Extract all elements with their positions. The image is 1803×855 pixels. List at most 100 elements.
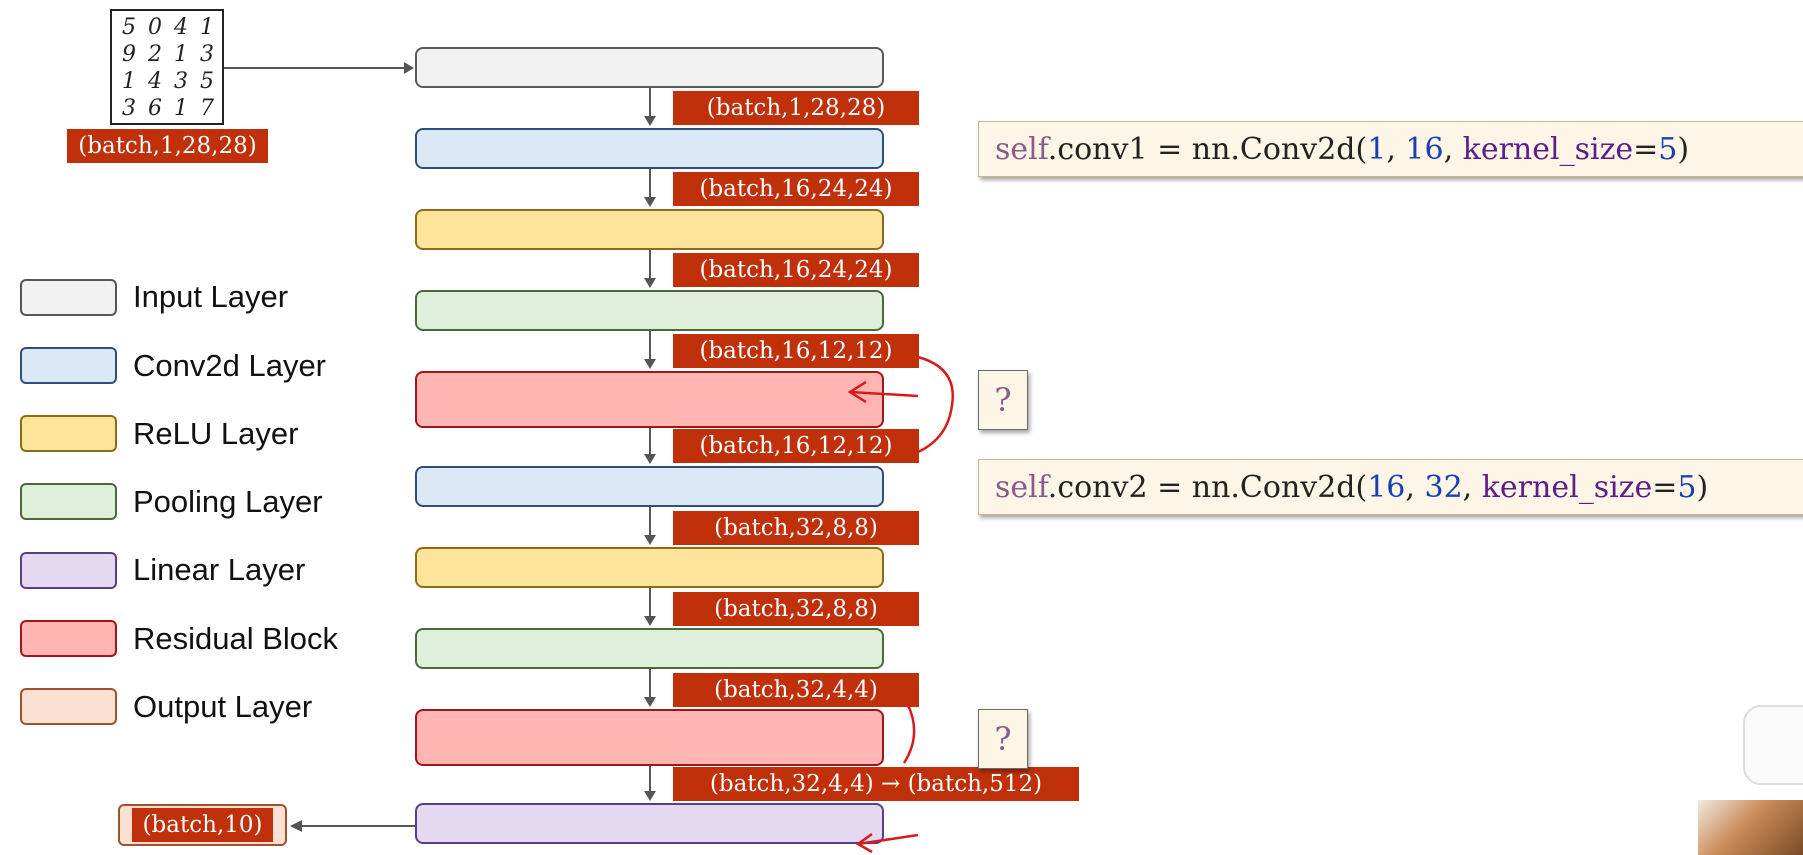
- code-kwarg: kernel_size: [1462, 132, 1634, 167]
- mnist-digit: 3: [200, 42, 214, 67]
- conv2-layer: [415, 466, 884, 507]
- legend-linear-swatch: [20, 552, 117, 589]
- legend-residual-swatch: [20, 620, 117, 657]
- input-shape-label: (batch,1,28,28): [67, 129, 268, 163]
- mnist-digit: 3: [174, 69, 188, 94]
- legend-input-swatch: [20, 279, 117, 316]
- legend-residual-label: Residual Block: [133, 621, 339, 656]
- legend-linear-label: Linear Layer: [133, 552, 306, 587]
- output-layer: (batch,10): [118, 804, 287, 846]
- mnist-digit: 4: [174, 15, 188, 40]
- skip-arrow-1: [917, 355, 955, 454]
- code-call: .conv2 = nn.Conv2d(: [1047, 470, 1368, 505]
- mnist-digit: 1: [174, 42, 188, 67]
- connector-2-head: [644, 197, 656, 207]
- mnist-digit: 1: [174, 96, 188, 121]
- conv1-layer: [415, 128, 884, 169]
- shape-label-1: (batch,1,28,28): [673, 91, 919, 125]
- connector-9-head: [644, 791, 656, 801]
- shape-label-3: (batch,16,24,24): [673, 253, 919, 287]
- mnist-digit: 1: [200, 15, 214, 40]
- shape-label-4: (batch,16,12,12): [673, 334, 919, 368]
- shape-label-9: (batch,32,4,4) → (batch,512): [673, 767, 1079, 801]
- linear-layer: [415, 803, 884, 844]
- legend-relu-swatch: [20, 415, 117, 452]
- mnist-digit: 4: [148, 69, 162, 94]
- connector-5: [649, 428, 651, 454]
- output-shape-label: (batch,10): [132, 808, 273, 842]
- skip-arrow-2: [902, 704, 916, 764]
- corner-widget: [1743, 705, 1803, 785]
- connector-9: [649, 766, 651, 791]
- code-in-channels: 16: [1367, 470, 1406, 505]
- input-layer: [415, 47, 884, 88]
- input-arrow: [224, 67, 405, 69]
- connector-6: [649, 507, 651, 535]
- relu2-layer: [415, 547, 884, 588]
- code-self: self: [995, 132, 1048, 167]
- conv1-code-box: self.conv1 = nn.Conv2d(1, 16, kernel_siz…: [978, 121, 1803, 177]
- legend-conv-swatch: [20, 347, 117, 384]
- connector-5-head: [644, 454, 656, 464]
- connector-1: [649, 88, 651, 116]
- code-call: .conv1 = nn.Conv2d(: [1047, 132, 1368, 167]
- mnist-digit: 0: [148, 15, 162, 40]
- mnist-digit: 9: [122, 42, 136, 67]
- shape-label-2: (batch,16,24,24): [673, 172, 919, 206]
- conv2-code-box: self.conv2 = nn.Conv2d(16, 32, kernel_si…: [978, 459, 1803, 515]
- pool2-layer: [415, 628, 884, 669]
- connector-1-head: [644, 116, 656, 126]
- legend-input-label: Input Layer: [133, 279, 289, 314]
- connector-2: [649, 169, 651, 197]
- code-kernel: 5: [1677, 470, 1697, 505]
- code-out-channels: 32: [1424, 470, 1463, 505]
- mnist-digit: 2: [148, 42, 162, 67]
- code-kernel: 5: [1658, 132, 1678, 167]
- pool1-layer: [415, 290, 884, 331]
- code-kwarg: kernel_size: [1481, 470, 1653, 505]
- connector-7: [649, 588, 651, 616]
- legend-pool-swatch: [20, 483, 117, 520]
- code-in-channels: 1: [1367, 132, 1387, 167]
- mnist-digit: 3: [122, 96, 136, 121]
- mnist-digit: 5: [122, 15, 136, 40]
- code-out-channels: 16: [1405, 132, 1444, 167]
- code-eq: =: [1652, 470, 1678, 505]
- shape-label-7: (batch,32,8,8): [673, 592, 919, 626]
- residual-block-2: [415, 709, 884, 766]
- mnist-digit: 1: [122, 69, 136, 94]
- legend-conv-label: Conv2d Layer: [133, 348, 327, 383]
- legend-relu-label: ReLU Layer: [133, 416, 299, 451]
- connector-8: [649, 669, 651, 697]
- connector-4: [649, 331, 651, 359]
- residual-block-1: [415, 371, 884, 428]
- shape-label-5: (batch,16,12,12): [673, 429, 919, 463]
- output-arrow-head: [290, 820, 302, 832]
- connector-6-head: [644, 535, 656, 545]
- legend-pool-label: Pooling Layer: [133, 484, 323, 519]
- code-end: ): [1677, 132, 1690, 167]
- mnist-digit: 5: [200, 69, 214, 94]
- legend-output-swatch: [20, 688, 117, 725]
- code-eq: =: [1633, 132, 1659, 167]
- question-box-2: ?: [978, 709, 1028, 769]
- connector-3-head: [644, 278, 656, 288]
- output-arrow: [302, 825, 415, 827]
- question-box-1: ?: [978, 370, 1028, 430]
- code-sep: ,: [1462, 470, 1482, 505]
- relu1-layer: [415, 209, 884, 250]
- code-end: ): [1696, 470, 1709, 505]
- legend-output-label: Output Layer: [133, 689, 313, 724]
- shape-label-6: (batch,32,8,8): [673, 511, 919, 545]
- corner-photo: [1698, 800, 1803, 855]
- input-arrow-head: [404, 62, 414, 74]
- connector-8-head: [644, 697, 656, 707]
- connector-7-head: [644, 616, 656, 626]
- code-sep: ,: [1405, 470, 1425, 505]
- code-sep: ,: [1386, 132, 1406, 167]
- code-self: self: [995, 470, 1048, 505]
- connector-3: [649, 250, 651, 278]
- code-sep: ,: [1443, 132, 1463, 167]
- mnist-digit: 7: [200, 96, 214, 121]
